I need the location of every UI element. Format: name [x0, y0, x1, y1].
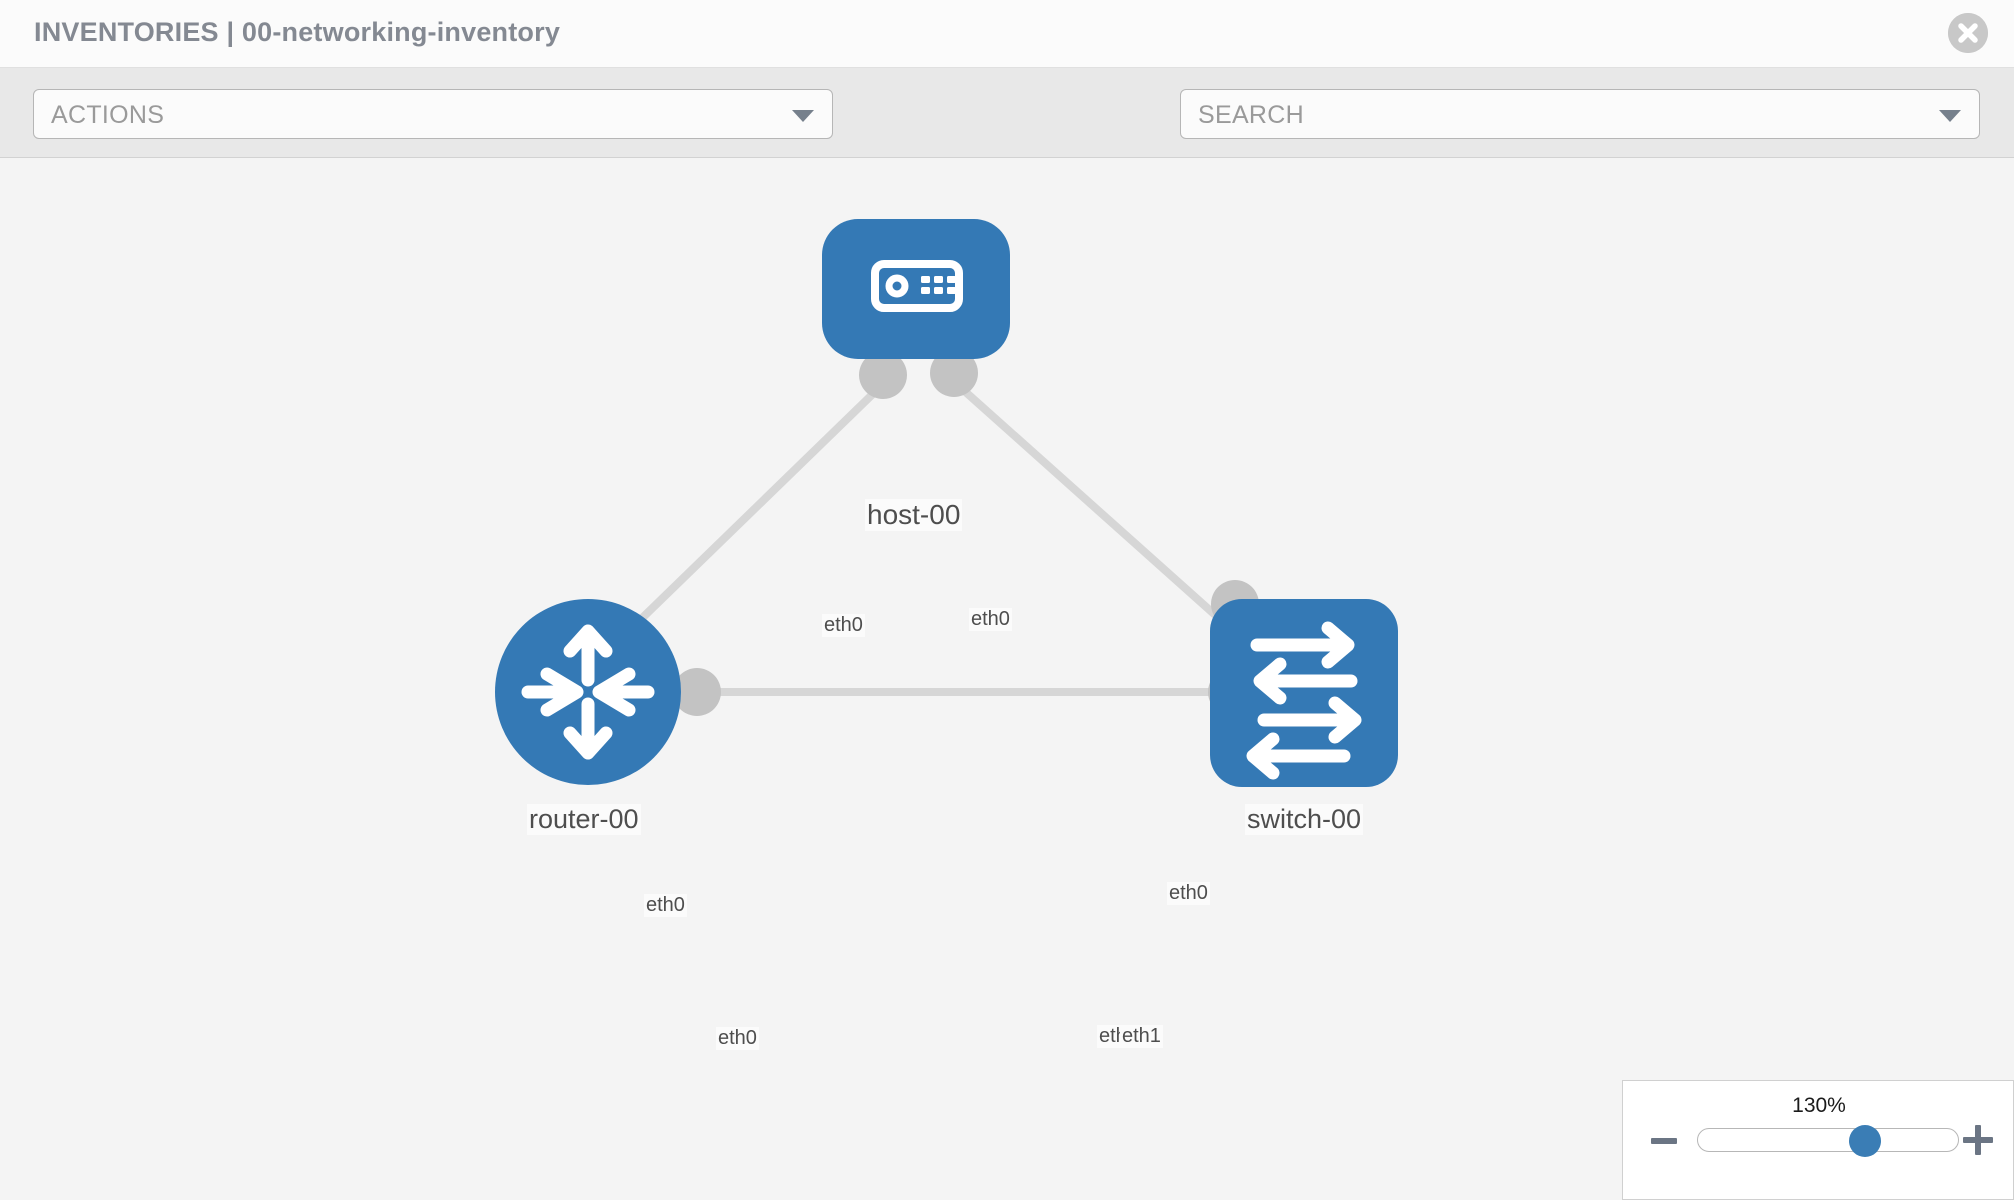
page-header: INVENTORIES | 00-networking-inventory [0, 0, 2014, 68]
node-label-switch-00: switch-00 [1245, 804, 1364, 835]
graph-connectors [673, 349, 1259, 716]
topology-graph [495, 219, 1398, 787]
server-icon [871, 260, 963, 312]
toolbar: ACTIONS SEARCH [0, 68, 2014, 199]
node-label-host-00: host-00 [865, 499, 963, 531]
search-input[interactable]: SEARCH [1180, 89, 1980, 139]
edge-label-router-host: eth0 [644, 894, 687, 917]
node-host-00 [822, 219, 1010, 359]
zoom-slider-thumb[interactable] [1849, 1125, 1881, 1157]
actions-dropdown[interactable]: ACTIONS [33, 89, 833, 139]
link-host-router [597, 384, 883, 662]
page-title: INVENTORIES | 00-networking-inventory [34, 17, 561, 47]
connector-router-eth0 [673, 668, 721, 716]
node-router-00 [495, 599, 681, 785]
edge-label-host-router: eth0 [822, 614, 865, 637]
minus-icon[interactable] [1651, 1138, 1677, 1144]
topology-canvas[interactable]: host-00 router-00 switch-00 eth0 eth0 et… [0, 159, 2014, 1200]
edge-label-switch-host: eth0 [1167, 882, 1210, 905]
connector-host-left [859, 351, 907, 399]
edge-label-router-switch: eth0 [716, 1027, 759, 1050]
node-router-00-shape [495, 599, 681, 785]
zoom-slider-track[interactable] [1697, 1128, 1959, 1152]
edge-label-host-switch: eth0 [969, 608, 1012, 631]
graph-links [597, 384, 1273, 696]
zoom-percent-label: 130% [1792, 1094, 1846, 1117]
connector-host-right [930, 349, 978, 397]
edge-label-switch-router-eth1: eth1 [1120, 1025, 1163, 1048]
actions-dropdown-label: ACTIONS [51, 101, 165, 129]
zoom-control: 130% [1622, 1080, 2014, 1200]
chevron-down-icon [1939, 110, 1961, 122]
node-host-00-shape [822, 219, 1010, 359]
chevron-down-icon [792, 110, 814, 122]
search-placeholder: SEARCH [1198, 101, 1304, 129]
switch-arrows-icon [1246, 621, 1362, 780]
node-label-router-00: router-00 [527, 804, 641, 835]
router-arrows-icon [521, 624, 655, 760]
node-switch-00 [1210, 599, 1398, 787]
plus-icon[interactable] [1963, 1125, 1993, 1155]
close-icon[interactable] [1948, 13, 1988, 53]
